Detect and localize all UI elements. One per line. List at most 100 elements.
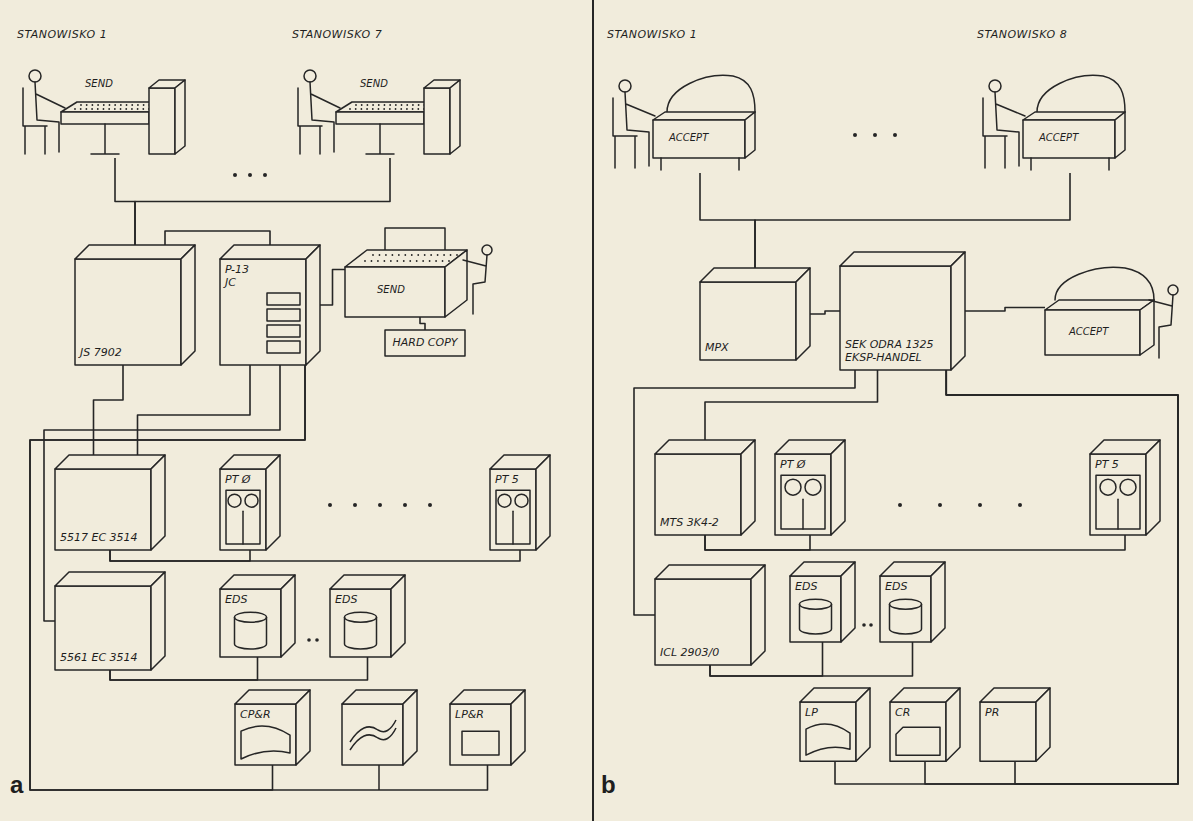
drawer	[267, 293, 300, 305]
box-side	[1146, 440, 1160, 535]
console-terminal: ACCEPT	[1045, 250, 1185, 365]
key-dot	[450, 254, 452, 256]
key-dot	[429, 260, 431, 262]
cabinet-side	[175, 80, 185, 154]
dot	[873, 133, 877, 137]
key-dot	[85, 108, 87, 110]
device-label: PT Ø	[225, 473, 251, 486]
dot	[315, 638, 319, 642]
key-dot	[437, 254, 439, 256]
box-front	[790, 576, 841, 642]
key-dot	[456, 254, 458, 256]
person-body	[995, 92, 1025, 166]
box-side	[403, 690, 417, 765]
key-dot	[80, 108, 82, 110]
peripheral-unit: CP&R	[235, 690, 310, 765]
key-dot	[422, 260, 424, 262]
connector-line	[705, 535, 810, 550]
tape-frame	[496, 490, 530, 544]
operator-terminal: STANOWISKO 8ACCEPT	[975, 28, 1165, 173]
dot	[403, 503, 407, 507]
device-label: CR	[895, 706, 910, 719]
teletype-side	[1140, 300, 1154, 355]
box-side	[511, 690, 525, 765]
device-label: EDS	[885, 580, 907, 593]
device-label: LP&R	[455, 708, 484, 721]
tape-drawing	[1090, 440, 1160, 535]
hardcopy-box: HARD COPY	[385, 330, 465, 356]
printer-drawing	[235, 690, 310, 765]
disk-drawing	[880, 562, 945, 642]
dot	[938, 503, 942, 507]
box-front	[55, 469, 151, 550]
connector-line	[705, 370, 878, 440]
teletype-hood	[1037, 75, 1125, 112]
key-dot	[379, 254, 381, 256]
box-top	[75, 245, 195, 259]
dot	[307, 638, 311, 642]
terminal-label: ACCEPT	[667, 132, 710, 144]
dot	[378, 503, 382, 507]
cabinet-front	[149, 88, 175, 154]
printer-unlabelled	[342, 690, 417, 765]
tape-drive: PT Ø	[775, 440, 845, 535]
printer-drawing	[980, 688, 1050, 761]
disk-drive: EDS	[790, 562, 855, 642]
key-dot	[395, 108, 397, 110]
box-front	[980, 702, 1036, 761]
connector-line	[110, 550, 250, 561]
key-dot	[137, 108, 139, 110]
disk-drawing	[220, 575, 295, 657]
multiplexer-unit: MPX	[700, 268, 810, 360]
key-dot	[396, 260, 398, 262]
device-label: 5517 EC 3514	[60, 531, 138, 544]
key-dot	[424, 254, 426, 256]
box-front	[880, 576, 931, 642]
key-dot	[120, 108, 122, 110]
key-dot	[389, 104, 391, 106]
terminal-label: ACCEPT	[1037, 132, 1080, 144]
device-label: PT 5	[495, 473, 519, 486]
computer-unit: ICL 2903/0	[655, 565, 765, 665]
disk-top	[345, 612, 377, 622]
console-front	[345, 267, 445, 317]
tape-reel	[515, 494, 528, 507]
key-dot	[390, 260, 392, 262]
dot	[893, 133, 897, 137]
cabinet-front	[424, 88, 450, 154]
peripheral-unit: LP&R	[450, 690, 525, 765]
box-side	[281, 575, 295, 657]
tape-frame	[781, 475, 825, 529]
key-dot	[378, 108, 380, 110]
teletype-legs	[1031, 158, 1109, 170]
box-front	[775, 454, 831, 535]
key-dot	[108, 108, 110, 110]
printer-drawing	[800, 688, 870, 761]
connector-line	[115, 158, 135, 245]
key-dot	[131, 104, 133, 106]
device-label: CP&R	[240, 708, 271, 721]
operator-terminal: STANOWISKO 1ACCEPT	[605, 28, 795, 173]
term-drawing	[15, 28, 215, 158]
box-front	[700, 282, 796, 360]
console-drawing	[1045, 250, 1185, 365]
person-head	[989, 80, 1001, 92]
box-side	[951, 252, 965, 370]
box-side	[856, 688, 870, 761]
term-drawing	[605, 28, 795, 173]
key-dot	[355, 108, 357, 110]
dot	[248, 173, 252, 177]
key-dot	[91, 104, 93, 106]
box-top	[840, 252, 965, 266]
connector-line	[110, 550, 520, 561]
key-dot	[418, 104, 420, 106]
tape-frame	[1096, 475, 1140, 529]
device-label: ACCEPT	[1067, 326, 1110, 338]
key-dot	[142, 108, 144, 110]
ellipsis-dots	[233, 133, 1022, 642]
key-dot	[137, 104, 139, 106]
device-label: PT 5	[1095, 458, 1119, 471]
key-dot	[377, 260, 379, 262]
box-side	[266, 455, 280, 550]
